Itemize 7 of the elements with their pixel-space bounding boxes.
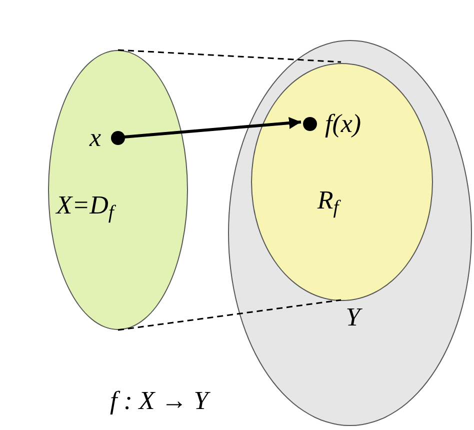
arrow bbox=[124, 117, 302, 138]
math-label: f(x) bbox=[325, 111, 362, 137]
math-label: x bbox=[89, 125, 101, 151]
dashed-line bbox=[118, 49, 342, 63]
math-label: Y bbox=[346, 302, 360, 332]
dashed-line bbox=[118, 299, 342, 331]
caption: f : X → Y bbox=[110, 388, 208, 414]
